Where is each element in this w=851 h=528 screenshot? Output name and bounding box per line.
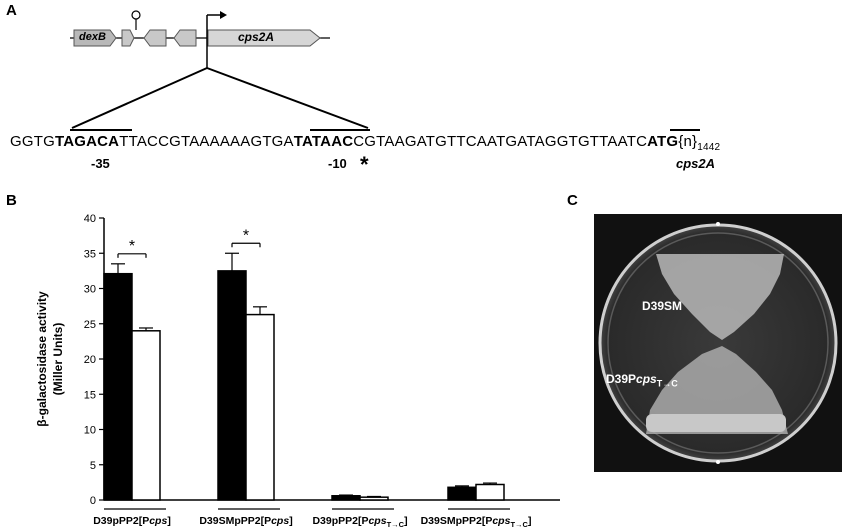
label-minus35: -35 <box>91 156 110 171</box>
bar <box>447 486 477 501</box>
category-label: D39SMpPP2[Pcps] <box>199 515 292 527</box>
plate-drawing <box>598 222 838 464</box>
zoom-lines <box>71 67 369 129</box>
mutation-star: * <box>360 152 369 177</box>
gene-cps2A-arrow <box>207 29 321 47</box>
y-tick-label: 0 <box>90 495 96 507</box>
label-minus10: -10 <box>328 156 347 171</box>
box35-overline <box>70 129 132 131</box>
promoter-arrow-icon <box>220 11 227 19</box>
y-tick-label: 25 <box>84 319 96 331</box>
bar <box>475 483 505 501</box>
y-tick-label: 35 <box>84 248 96 260</box>
category-label: D39SMpPP2[PcpsT→C] <box>421 515 532 528</box>
significance-star: * <box>243 227 249 244</box>
gene-dexB-arrow <box>73 29 117 47</box>
gene-small-3 <box>173 29 197 47</box>
bar <box>103 272 133 501</box>
y-axis-label-units: (Miller Units) <box>51 323 65 396</box>
y-axis-label: β-galactosidase activity <box>35 291 49 427</box>
gene-label-dexB: dexB <box>79 31 106 43</box>
bar-chart: 0 5 10 15 20 25 30 35 40 β-galactosidase activity… <box>35 213 560 528</box>
bar <box>331 495 361 501</box>
y-tick-label: 15 <box>84 389 96 401</box>
bar <box>217 270 247 501</box>
promoter-sequence: GGTGTAGACATTACCGTAAAAAAGTGATATAACCGTAAGA… <box>10 133 721 153</box>
gene-small-1 <box>121 29 135 47</box>
category-label: D39pPP2[Pcps] <box>93 515 171 527</box>
panel-label-b: B <box>6 192 17 209</box>
plate-label-d39pcps: D39PcpsT→C <box>606 372 678 389</box>
box10-overline <box>310 129 370 131</box>
agar-plate-photo: D39SM D39PcpsT→C <box>594 214 842 472</box>
y-tick-label: 10 <box>84 425 96 437</box>
gene-label-cps2A-seq: cps2A <box>676 156 716 171</box>
bar <box>131 330 161 501</box>
terminator-icon <box>131 10 141 20</box>
gene-small-2 <box>143 29 167 47</box>
gene-label-cps2A: cps2A <box>238 30 275 44</box>
bar <box>245 313 275 501</box>
y-tick-label: 40 <box>84 213 96 225</box>
bar <box>359 496 389 501</box>
significance-star: * <box>129 238 135 255</box>
gene-map <box>70 10 330 68</box>
atg-overline <box>670 129 700 131</box>
y-tick-label: 20 <box>84 354 96 366</box>
y-tick-label: 30 <box>84 284 96 296</box>
y-tick-label: 5 <box>90 460 96 472</box>
plate-label-d39sm: D39SM <box>642 299 683 313</box>
panel-label-a: A <box>6 2 17 19</box>
category-label: D39pPP2[PcpsT→C] <box>312 515 407 528</box>
panel-label-c: C <box>567 192 578 209</box>
